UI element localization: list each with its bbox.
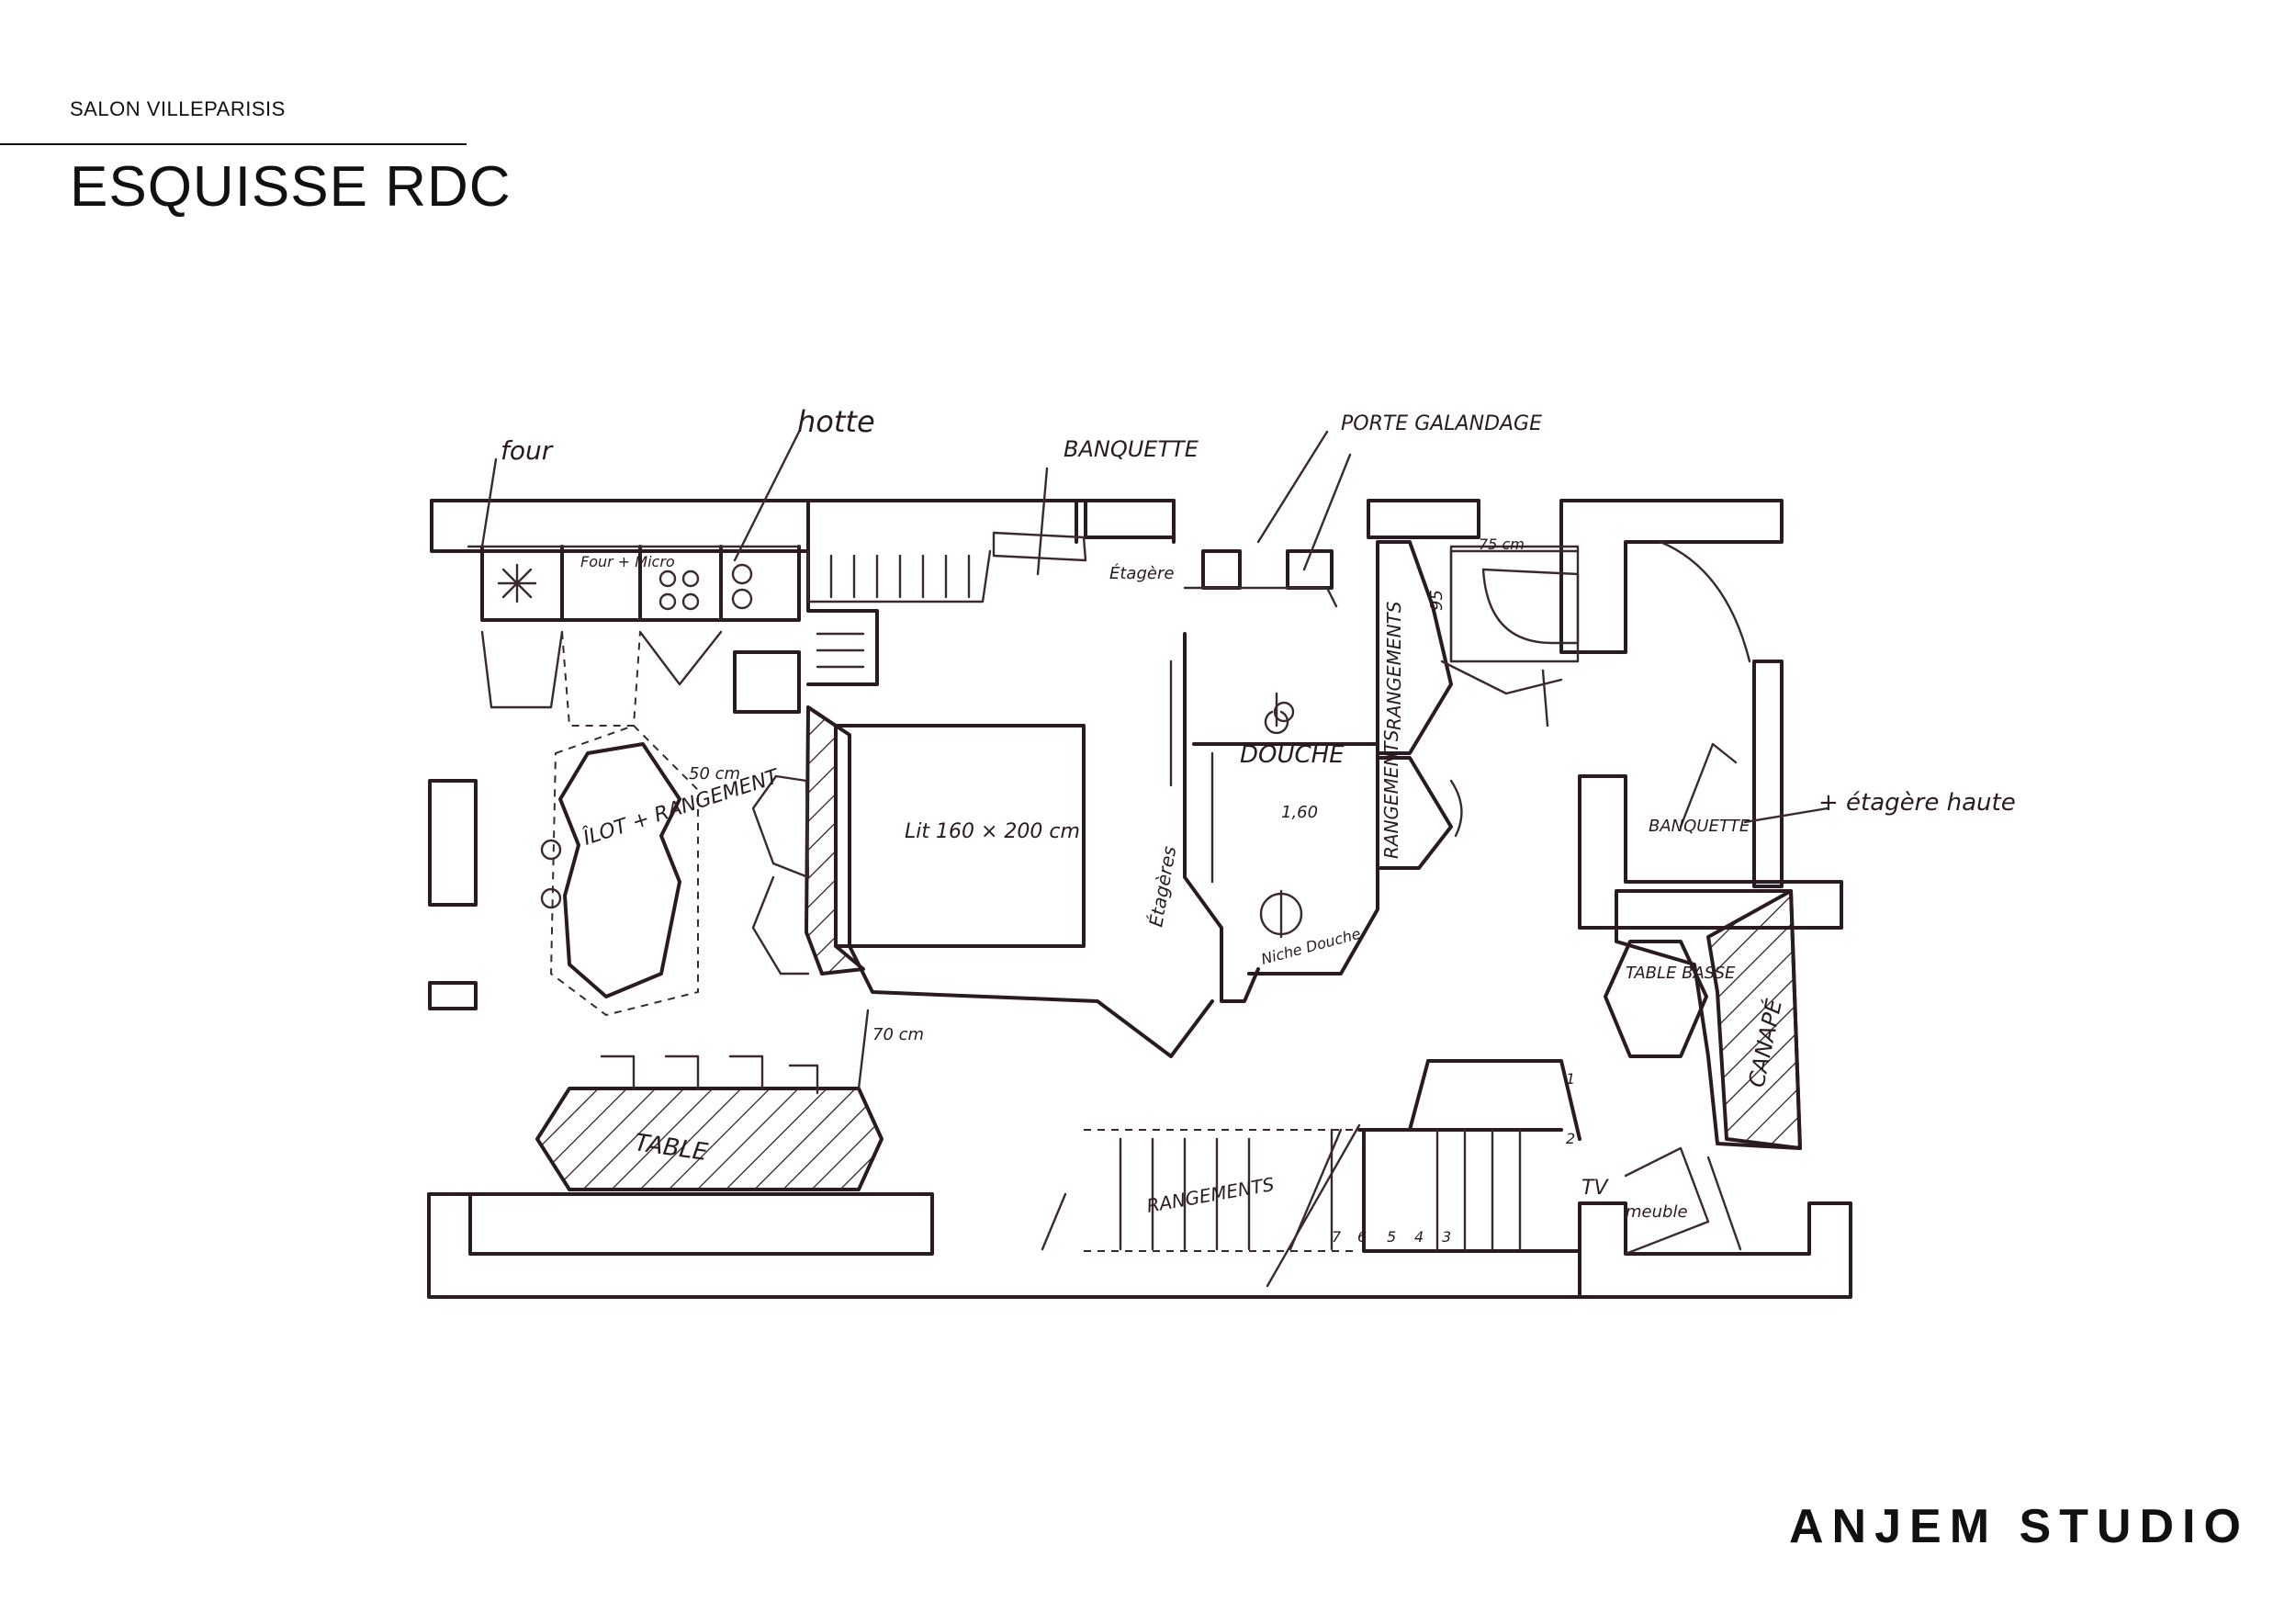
label-ilot: ÎLOT + RANGEMENT [580, 764, 782, 851]
label-etageres-side: Étagères [1144, 844, 1180, 929]
radiator [806, 531, 1087, 603]
label-lit: Lit 160 × 200 cm [905, 820, 1080, 843]
page-title: ESQUISSE RDC [70, 155, 512, 219]
label-rangements-mid: RANGEMENTS [1380, 729, 1402, 859]
label-four: four [501, 435, 554, 466]
label-douche: DOUCHE [1240, 741, 1345, 769]
label-dim-75: 75 cm [1479, 536, 1525, 553]
label-banquette-right: BANQUETTE [1649, 817, 1750, 836]
label-dim-douche: 1,60 [1281, 803, 1318, 822]
stair-step-number: 3 [1442, 1228, 1451, 1246]
label-hotte: hotte [797, 404, 875, 439]
leader-lines [480, 430, 1829, 1090]
stair-step-number: 6 [1357, 1228, 1367, 1246]
kitchen-run [467, 545, 879, 727]
stair-step-number: 4 [1414, 1228, 1424, 1246]
label-dim-95: 95 [1427, 590, 1446, 611]
label-dim-50: 50 cm [689, 764, 740, 784]
dining-table [535, 1054, 884, 1191]
label-four-micro: Four + Micro [580, 553, 675, 570]
label-etagere-top: Étagère [1109, 563, 1174, 583]
kitchen-island [540, 724, 699, 1017]
door-swings [1659, 540, 1751, 829]
label-dim-70: 70 cm [872, 1025, 924, 1044]
label-meuble: meuble [1626, 1202, 1688, 1222]
label-banquette-top: BANQUETTE [1064, 436, 1199, 462]
bed [751, 705, 1214, 1058]
living-area [1604, 889, 1802, 1256]
stair-step-number: 1 [1566, 1070, 1575, 1088]
stair-step-number: 2 [1566, 1130, 1575, 1147]
stair-step-number: 5 [1387, 1228, 1396, 1246]
project-name: SALON VILLEPARISIS [70, 97, 286, 120]
label-rangements-top: RANGEMENTS [1383, 601, 1405, 730]
header-divider [0, 143, 467, 145]
staircase [1041, 1059, 1581, 1288]
exterior-walls [427, 499, 1852, 1299]
label-tv: TV [1581, 1177, 1609, 1200]
label-etagere-haute: + étagère haute [1818, 789, 2016, 817]
stair-step-number: 7 [1332, 1228, 1342, 1246]
label-porte-galandage: PORTE GALANDAGE [1341, 412, 1542, 435]
brand-logo: ANJEM STUDIO [1789, 1500, 2249, 1553]
label-rangements-bottom: RANGEMENTS [1145, 1173, 1277, 1217]
label-table-basse: TABLE BASSE [1626, 964, 1736, 983]
bathroom [1183, 540, 1580, 1003]
